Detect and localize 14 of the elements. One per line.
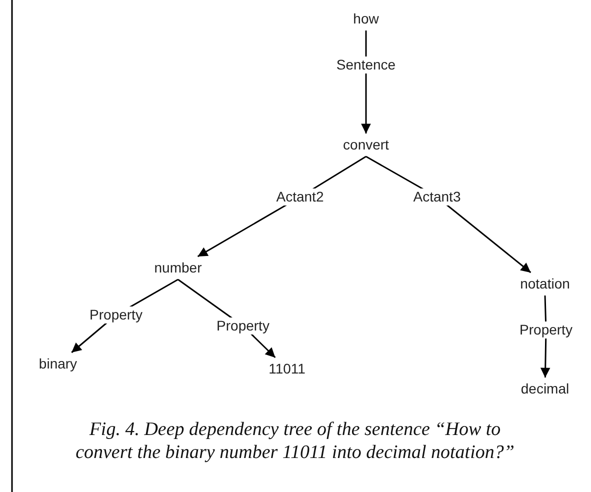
edge-label: Property bbox=[518, 322, 574, 338]
node-word: how bbox=[353, 10, 379, 28]
edge-label: Property bbox=[88, 306, 144, 324]
node-word: 11011 bbox=[268, 360, 306, 378]
node-word: convert bbox=[343, 136, 389, 154]
edge-label: Property bbox=[216, 318, 270, 334]
node-word: notation bbox=[520, 276, 570, 292]
edge-label: Actant2 bbox=[275, 188, 325, 206]
node-word: binary bbox=[38, 356, 78, 372]
node-word: number bbox=[154, 260, 202, 276]
edge-label: Actant3 bbox=[412, 188, 462, 206]
figure-caption: Fig. 4. Deep dependency tree of the sentence “How to convert the binary number 11011 into decimal notation?” bbox=[74, 418, 516, 464]
edge-label: Sentence bbox=[335, 56, 397, 74]
node-word: decimal bbox=[520, 380, 570, 398]
